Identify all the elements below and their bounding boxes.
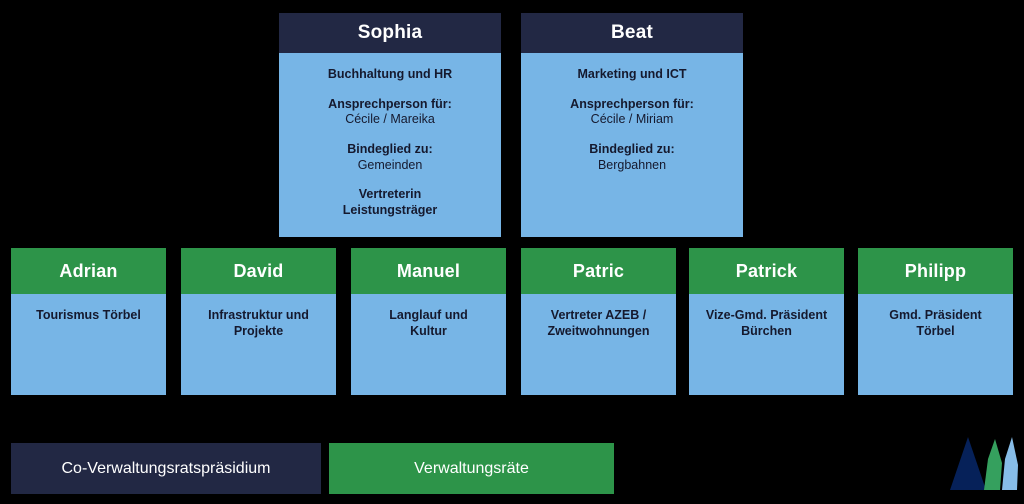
deputy-target: Leistungsträger [342, 202, 438, 217]
role-line-2: Bürchen [741, 324, 792, 339]
liaison-title: Bindeglied zu: [589, 141, 675, 156]
logo-peak-blue [1002, 437, 1018, 490]
card-body: Langlauf und Kultur [351, 294, 506, 395]
board-member-card-patric[interactable]: Patric Vertreter AZEB / Zweitwohnungen [521, 248, 676, 395]
contact-title: Ansprechperson für: [570, 96, 694, 111]
domain-label: Marketing und ICT [577, 67, 687, 81]
liaison-target: Gemeinden [357, 157, 423, 172]
liaison-block: Bindeglied zu: Gemeinden [289, 142, 491, 173]
contact-title: Ansprechperson für: [328, 96, 452, 111]
contact-names: Cécile / Mareika [345, 112, 435, 127]
deputy-block: Vertreterin Leistungsträger [289, 187, 491, 218]
role-line-1: Gmd. Präsident [889, 308, 982, 322]
card-body: Gmd. Präsident Törbel [858, 294, 1013, 395]
card-body: Tourismus Törbel [11, 294, 166, 395]
contact-names: Cécile / Miriam [590, 112, 674, 127]
co-presidency-card-sophia[interactable]: Sophia Buchhaltung und HR Ansprechperson… [279, 13, 501, 237]
card-header-name: Adrian [11, 248, 166, 294]
card-header-name: Sophia [279, 13, 501, 53]
logo-peak-green [984, 439, 1002, 490]
board-member-card-manuel[interactable]: Manuel Langlauf und Kultur [351, 248, 506, 395]
legend-co-presidency: Co-Verwaltungsratspräsidium [11, 443, 321, 494]
domain-label: Buchhaltung und HR [327, 67, 453, 81]
card-body: Vize-Gmd. Präsident Bürchen [689, 294, 844, 395]
role-line-1: Tourismus Törbel [36, 308, 141, 322]
card-body: Buchhaltung und HR Ansprechperson für: C… [279, 53, 501, 237]
role-line-1: Vize-Gmd. Präsident [705, 308, 828, 322]
co-presidency-card-beat[interactable]: Beat Marketing und ICT Ansprechperson fü… [521, 13, 743, 237]
legend-board-label: Verwaltungsräte [414, 459, 529, 477]
mountain-logo-icon [950, 437, 1018, 490]
mountain-logo [940, 433, 1018, 493]
board-member-card-philipp[interactable]: Philipp Gmd. Präsident Törbel [858, 248, 1013, 395]
liaison-target: Bergbahnen [597, 157, 667, 172]
logo-peak-navy [950, 437, 986, 490]
role-line-1: Langlauf und [389, 308, 468, 322]
role-line-2: Projekte [233, 324, 284, 339]
board-member-card-adrian[interactable]: Adrian Tourismus Törbel [11, 248, 166, 395]
role-line-2: Kultur [410, 324, 447, 339]
legend-co-presidency-label: Co-Verwaltungsratspräsidium [61, 459, 271, 477]
domain-block: Marketing und ICT [531, 67, 733, 83]
role-line-1: Vertreter AZEB / [550, 308, 647, 322]
card-header-name: David [181, 248, 336, 294]
role-line-2: Zweitwohnungen [547, 324, 650, 339]
card-header-name: Patrick [689, 248, 844, 294]
liaison-block: Bindeglied zu: Bergbahnen [531, 142, 733, 173]
card-body: Vertreter AZEB / Zweitwohnungen [521, 294, 676, 395]
role-line-1: Infrastruktur und [208, 308, 309, 322]
deputy-title: Vertreterin [358, 187, 422, 202]
card-header-name: Patric [521, 248, 676, 294]
card-body: Marketing und ICT Ansprechperson für: Cé… [521, 53, 743, 237]
legend-board: Verwaltungsräte [329, 443, 614, 494]
card-header-name: Beat [521, 13, 743, 53]
domain-block: Buchhaltung und HR [289, 67, 491, 83]
board-member-card-patrick[interactable]: Patrick Vize-Gmd. Präsident Bürchen [689, 248, 844, 395]
contact-block: Ansprechperson für: Cécile / Mareika [289, 97, 491, 128]
card-header-name: Philipp [858, 248, 1013, 294]
role-line-2: Törbel [916, 324, 955, 339]
board-member-card-david[interactable]: David Infrastruktur und Projekte [181, 248, 336, 395]
card-header-name: Manuel [351, 248, 506, 294]
contact-block: Ansprechperson für: Cécile / Miriam [531, 97, 733, 128]
liaison-title: Bindeglied zu: [347, 141, 433, 156]
card-body: Infrastruktur und Projekte [181, 294, 336, 395]
